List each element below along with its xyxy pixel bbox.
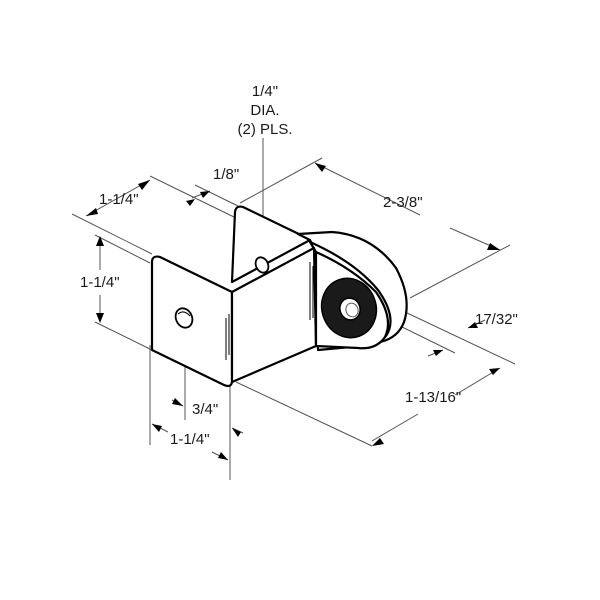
callout-count: (2) PLS. <box>237 121 293 138</box>
dim-eye-thickness: 17/32" <box>475 311 518 328</box>
mounting-hole-rear <box>254 256 270 274</box>
callout-diameter: 1/4" <box>251 83 279 100</box>
dim-height: 1-1/4" <box>80 274 120 291</box>
dim-hole-offset: 3/4" <box>192 401 219 418</box>
bracket-part <box>150 205 408 388</box>
callout-dia-label: DIA. <box>250 102 280 119</box>
dim-flange-width-bottom: 1-1/4" <box>170 431 210 448</box>
eye-hole <box>339 297 361 321</box>
hole-callout: 1/4" DIA. (2) PLS. <box>237 82 292 139</box>
dim-thickness: 1/8" <box>213 166 240 183</box>
dim-eye-offset: 1-13/16" <box>405 389 462 406</box>
dim-flange-depth-top: 1-1/4" <box>99 191 139 208</box>
dimension-arrows <box>86 163 500 460</box>
dim-overall-length: 2-3/8" <box>383 194 423 211</box>
